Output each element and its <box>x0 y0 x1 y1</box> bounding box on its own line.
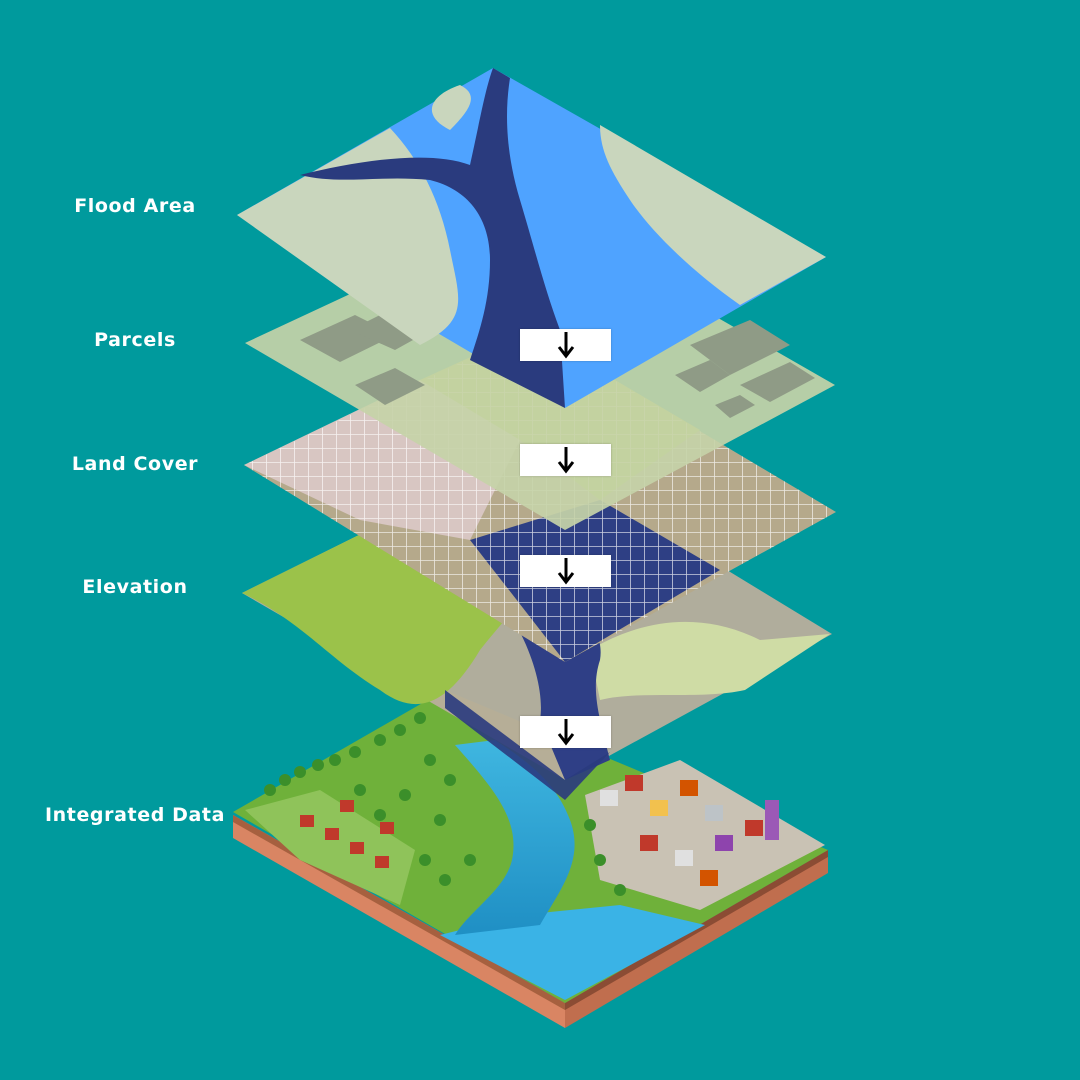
flow-arrow-4 <box>520 716 611 748</box>
flow-arrow-3 <box>520 555 611 587</box>
down-arrow-icon <box>557 447 574 474</box>
flood-area-layer <box>237 68 826 408</box>
integrated-data-layer <box>233 690 828 1028</box>
tree-clusters <box>264 712 626 896</box>
flow-arrow-2 <box>520 444 611 476</box>
town-buildings <box>600 775 779 886</box>
town-area <box>585 760 825 910</box>
label-integrated-data: Integrated Data <box>44 804 226 826</box>
label-land-cover: Land Cover <box>71 453 199 475</box>
parcel-6 <box>740 362 815 402</box>
down-arrow-icon <box>557 558 574 585</box>
flood-land-right <box>600 125 826 305</box>
down-arrow-icon <box>557 719 574 746</box>
flood-land-top <box>431 85 471 130</box>
parcel-5 <box>675 360 730 392</box>
houses <box>300 800 394 868</box>
base-side-right-top-band <box>565 850 828 1010</box>
parcel-4 <box>690 320 790 375</box>
elevation-pale-right <box>590 621 830 700</box>
parcel-3 <box>355 368 425 405</box>
flood-land-left <box>237 128 459 345</box>
residential-area <box>245 790 415 905</box>
label-flood-area: Flood Area <box>74 195 196 217</box>
river <box>455 740 575 935</box>
label-parcels: Parcels <box>94 329 176 351</box>
flood-river <box>300 68 565 408</box>
flow-arrow-1 <box>520 329 611 361</box>
down-arrow-icon <box>557 332 574 359</box>
label-elevation: Elevation <box>82 576 188 598</box>
parcel-7 <box>715 395 755 418</box>
